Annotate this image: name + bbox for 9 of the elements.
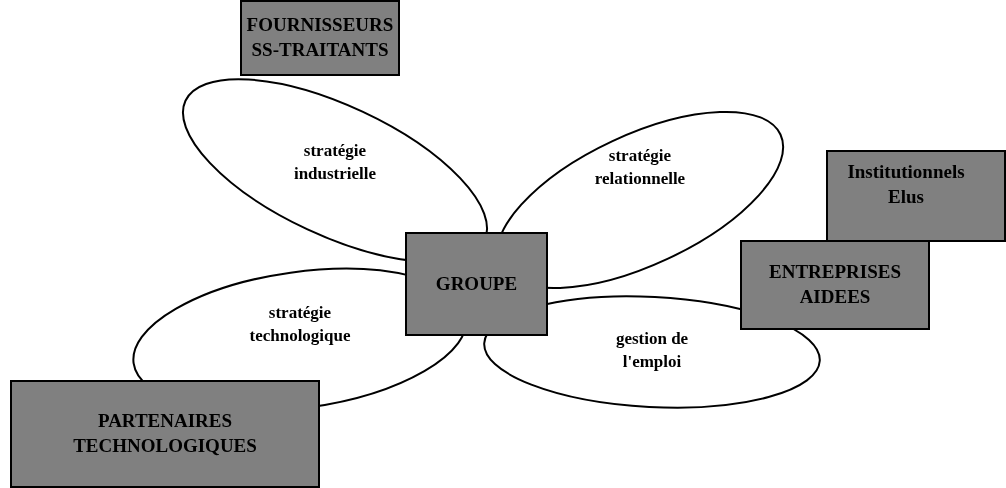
entity-box: Institutionnels Elus <box>826 150 1006 242</box>
strategy-label: gestion de l'emploi <box>614 328 690 373</box>
strategy-label: stratégie relationnelle <box>593 145 687 190</box>
entity-box: GROUPE <box>405 232 548 336</box>
entity-box: ENTREPRISES AIDEES <box>740 240 930 330</box>
entity-box: PARTENAIRES TECHNOLOGIQUES <box>10 380 320 488</box>
strategy-label: stratégie technologique <box>248 302 352 347</box>
strategy-label: stratégie industrielle <box>292 140 378 185</box>
entity-box: FOURNISSEURS SS-TRAITANTS <box>240 0 400 76</box>
